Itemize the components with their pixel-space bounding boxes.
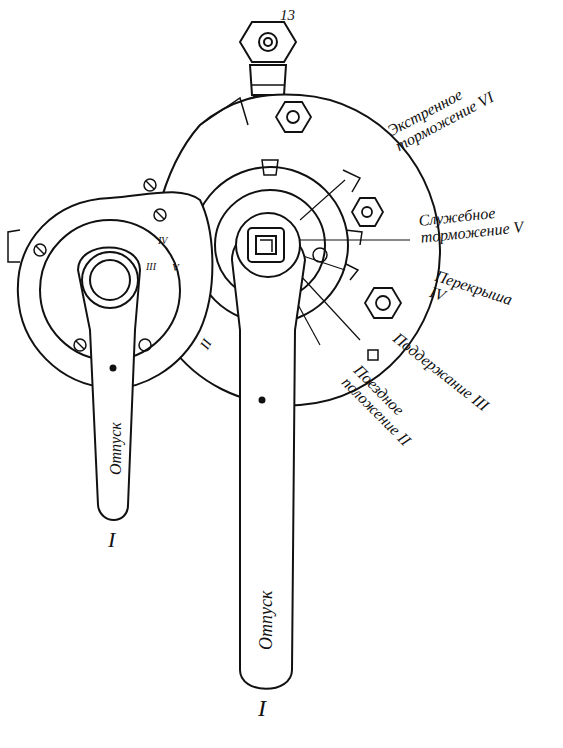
- dial-mark: IV: [158, 236, 167, 247]
- callout-number: 13: [280, 8, 295, 24]
- dial-mark: III: [146, 262, 156, 273]
- handle-label: Отпуск: [108, 422, 125, 475]
- position-label: Поддержание III: [390, 330, 495, 417]
- position-label: Экстренное торможение VI: [385, 71, 502, 155]
- position-number: I: [108, 528, 115, 551]
- dial-mark: V: [172, 262, 179, 274]
- position-label: Поездное положение II: [338, 362, 436, 460]
- handle-label: Отпуск: [257, 591, 276, 650]
- position-label: Перекрыша IV: [428, 268, 524, 328]
- position-number: I: [258, 696, 266, 721]
